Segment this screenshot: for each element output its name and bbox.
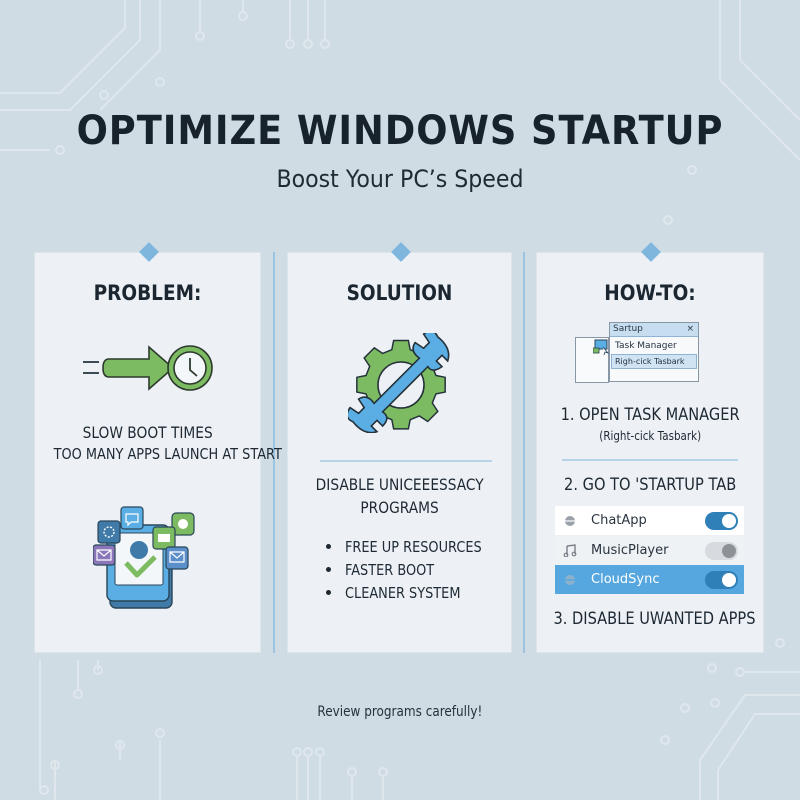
minus-circle-icon [565, 515, 575, 526]
toggle-musicplayer[interactable] [705, 541, 738, 560]
step-1: 1. OPEN TASK MANAGER [560, 405, 740, 425]
toggle-knob [722, 543, 736, 558]
toggle-knob [722, 572, 736, 587]
solution-main-line-2: PROGRAMS [360, 498, 439, 517]
music-note-icon [563, 544, 577, 557]
startup-mini-dialog: Sartup × [609, 322, 699, 382]
problem-panel: PROBLEM: SLOW BOOT TIMES TOO MANY APPS L… [34, 242, 282, 653]
solution-panel: SOLUTION DISABLE UNICEEESSACY PROGRAMS F… [287, 242, 512, 653]
apps-overload-icon [93, 506, 195, 609]
minus-circle-icon [565, 574, 575, 585]
section-divider [320, 460, 492, 462]
close-icon[interactable]: × [686, 324, 694, 334]
bullet-icon [326, 567, 331, 572]
toggle-cloudsync[interactable] [705, 570, 738, 589]
app-name: MusicPlayer [591, 543, 669, 558]
startup-app-row-cloudsync[interactable]: CloudSync [555, 565, 744, 594]
list-item: FASTER BOOT [326, 558, 504, 581]
mini-dialog-item-right-click[interactable]: Righ-cick Tasbark [611, 354, 697, 369]
panel-heading: SOLUTION [346, 281, 453, 305]
step-3: 3. DISABLE UWANTED APPS [553, 609, 756, 629]
list-item: CLEANER SYSTEM [326, 581, 504, 604]
mini-window-back [575, 337, 609, 383]
panel-heading: HOW-TO: [604, 281, 696, 305]
panel-divider [273, 252, 275, 653]
benefits-list: FREE UP RESOURCES FASTER BOOT CLEANER SY… [326, 535, 504, 604]
toggle-chatapp[interactable] [705, 511, 738, 530]
problem-line-2: TOO MANY APPS LAUNCH AT START [53, 445, 282, 463]
page-subtitle: Boost Your PC’s Speed [276, 165, 524, 193]
app-name: ChatApp [591, 513, 647, 528]
solution-main-line-1: DISABLE UNICEEESSACY [315, 475, 484, 494]
gear-wrench-icon [348, 333, 450, 433]
page-title: OPTIMIZE WINDOWS STARTUP [76, 108, 724, 154]
panel-heading: PROBLEM: [93, 281, 202, 305]
startup-app-row-musicplayer[interactable]: MusicPlayer [555, 536, 744, 565]
bullet-icon [326, 544, 331, 549]
section-divider [562, 459, 738, 461]
panel-divider [523, 252, 525, 653]
howto-panel: HOW-TO: Sartup × Task Manager Righ-cick … [536, 242, 764, 653]
task-manager-icon [593, 339, 610, 355]
step-1-note: (Right-cick Tasbark) [599, 429, 701, 443]
toggle-knob [722, 513, 736, 528]
mini-dialog-item-task-manager[interactable]: Task Manager [615, 341, 677, 351]
app-name: CloudSync [591, 572, 660, 587]
mini-dialog-titlebar: Sartup × [610, 323, 698, 337]
footer-note: Review programs carefully! [317, 704, 483, 720]
bullet-icon [326, 590, 331, 595]
step-2: 2. GO TO 'STARTUP TAB [563, 475, 737, 495]
list-item: FREE UP RESOURCES [326, 535, 504, 558]
startup-app-row-chatapp[interactable]: ChatApp [555, 506, 744, 535]
problem-line-1: SLOW BOOT TIMES [82, 423, 213, 442]
arrow-clock-icon [83, 345, 213, 391]
